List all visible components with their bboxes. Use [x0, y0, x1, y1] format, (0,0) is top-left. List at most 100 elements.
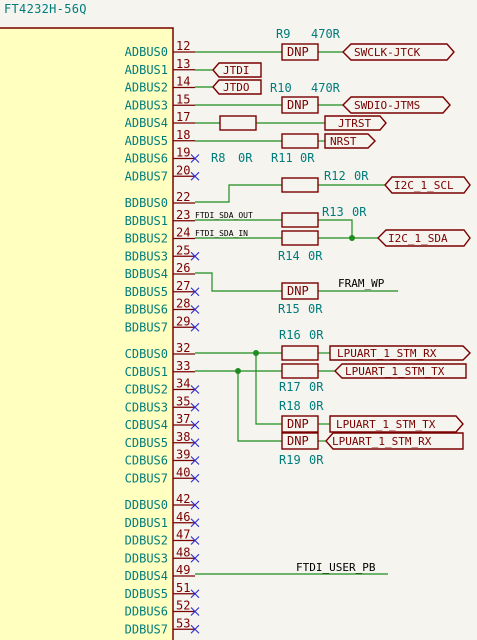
resistor-r18[interactable]: DNP R18 0R [279, 399, 324, 433]
value-r17: 0R [309, 380, 324, 394]
pin-name: CDBUS2 [125, 383, 168, 397]
ref-r13: R13 [322, 205, 344, 219]
resistor-r19[interactable]: DNP R19 0R [279, 432, 324, 467]
svg-text:JTDI: JTDI [223, 64, 250, 77]
label-lpuart-rx-2[interactable]: LPUART_1_STM_RX [325, 432, 464, 450]
no-connect-marker [190, 287, 200, 297]
ref-r14: R14 [278, 249, 300, 263]
pin-ddbus0[interactable]: DDBUS0 42 [125, 492, 200, 512]
pin-name: DDBUS1 [125, 516, 168, 530]
no-connect-marker [190, 607, 200, 616]
label-swclk-jtck[interactable]: SWCLK-JTCK [342, 43, 455, 61]
resistor-r8[interactable]: R8 0R [211, 115, 257, 165]
label-swdio-jtms[interactable]: SWDIO-JTMS [342, 96, 451, 114]
pin-number: 29 [176, 314, 190, 328]
no-connect-marker [190, 154, 200, 163]
pin-name: CDBUS5 [125, 436, 168, 450]
no-connect-marker [190, 322, 200, 332]
resistor-r16[interactable]: R16 0R [279, 328, 324, 361]
label-i2c-1-sda[interactable]: I2C_1_SDA [377, 229, 471, 247]
pin-name: DDBUS0 [125, 498, 168, 512]
no-connect-marker [190, 589, 200, 599]
pin-number: 39 [176, 448, 190, 462]
junction-dot [235, 368, 241, 374]
pin-name: BDBUS3 [125, 249, 168, 263]
value-r9: 470R [311, 27, 341, 41]
no-connect-marker [190, 456, 200, 465]
label-nrst[interactable]: NRST [324, 133, 376, 149]
ic-symbol-body[interactable] [0, 27, 174, 640]
no-connect-marker [190, 251, 200, 261]
pin-number: 15 [176, 92, 190, 106]
pin-number: 17 [176, 110, 190, 124]
label-i2c-1-scl[interactable]: I2C_1_SCL [384, 176, 471, 194]
pin-cdbus5[interactable]: CDBUS5 38 [125, 430, 200, 450]
value-r12: 0R [354, 169, 369, 183]
pin-name: CDBUS3 [125, 400, 168, 414]
pin-number: 38 [176, 430, 190, 444]
label-lpuart-tx-2[interactable]: LPUART_1_STM_TX [329, 415, 464, 433]
label-jtdi[interactable]: JTDI [212, 62, 262, 78]
value-r16: 0R [309, 328, 324, 342]
no-connect-marker [190, 171, 200, 181]
pin-number: 33 [176, 359, 190, 373]
value-r18: 0R [309, 399, 324, 413]
pin-name: DDBUS5 [125, 587, 168, 601]
svg-text:LPUART_1_STM_RX: LPUART_1_STM_RX [337, 347, 437, 360]
no-connect-marker [190, 536, 200, 545]
label-jtrst[interactable]: JTRST [324, 115, 387, 131]
resistor-r9[interactable]: DNP R9 470R [276, 27, 341, 61]
svg-text:LPUART_1_STM_TX: LPUART_1_STM_TX [336, 418, 436, 431]
resistor-r14[interactable]: R14 0R [278, 230, 323, 263]
label-jtdo[interactable]: JTDO [212, 79, 262, 95]
resistor-r10[interactable]: DNP R10 470R [270, 81, 341, 114]
ref-r11: R11 [271, 151, 293, 165]
net-label-ftdi-sda-out: FTDI_SDA_OUT [195, 211, 253, 220]
no-connect-marker [190, 553, 200, 563]
pin-name: ADBUS2 [125, 81, 168, 95]
label-lpuart-tx-1[interactable]: LPUART_1_STM_TX [334, 363, 467, 379]
resistor-r12[interactable]: R12 0R [281, 169, 369, 193]
pin-number: 42 [176, 492, 190, 506]
ref-r12: R12 [324, 169, 346, 183]
resistor-r17[interactable]: R17 0R [279, 363, 324, 394]
label-lpuart-rx-1[interactable]: LPUART_1_STM_RX [329, 345, 471, 361]
resistor-r15[interactable]: DNP R15 0R [278, 282, 323, 316]
resistor-r13[interactable]: R13 0R [281, 205, 367, 228]
no-connect-marker [190, 438, 200, 448]
resistor-r11[interactable]: R11 0R [271, 133, 319, 165]
svg-text:LPUART_1_STM_RX: LPUART_1_STM_RX [332, 435, 432, 448]
pin-number: 12 [176, 39, 190, 53]
pin-name: ADBUS5 [125, 134, 168, 148]
